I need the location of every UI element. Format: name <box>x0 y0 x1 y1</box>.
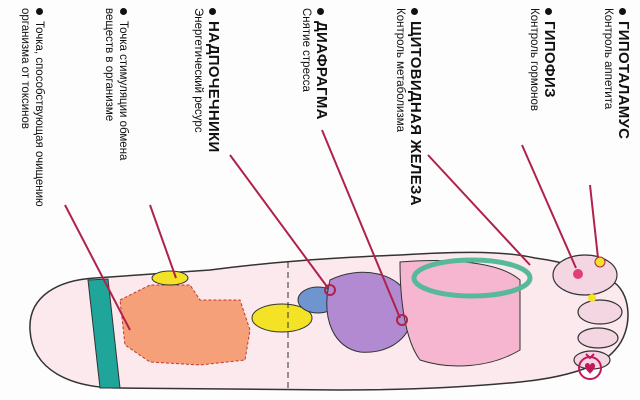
bullet-icon <box>411 8 419 15</box>
bullet-icon <box>35 8 43 15</box>
leader-diaphragm <box>321 129 401 319</box>
label-metabolism: Точка стимуляции обмена веществ в органи… <box>102 8 130 160</box>
leader-adrenals <box>229 154 329 289</box>
big-toe <box>552 254 618 296</box>
leader-pituitary <box>521 144 577 269</box>
leader-detox <box>64 204 131 331</box>
diaphragm-title: ДИАФРАГМА <box>313 21 330 120</box>
adrenals-point <box>324 284 336 296</box>
thyroid-zone <box>411 257 533 299</box>
adrenal-zone <box>251 303 313 333</box>
label-pituitary: ГИПОФИЗ Контроль гормонов <box>527 8 558 111</box>
organ-zone <box>326 271 413 353</box>
leader-hypothalamus <box>589 184 599 259</box>
bullet-icon <box>545 8 553 15</box>
label-adrenals: НАДПОЧЕЧНИКИ Энергетический ресурс <box>191 8 222 153</box>
label-diaphragm: ДИАФРАГМА Снятие стресса <box>299 8 330 120</box>
diaphragm-sub: Снятие стресса <box>300 8 312 92</box>
toe-point <box>588 294 596 302</box>
detox-zone <box>151 270 189 286</box>
metabolism-line2: веществ в организме <box>103 8 115 122</box>
bullet-icon <box>119 8 127 15</box>
chest-zone <box>399 260 521 367</box>
hypothalamus-point <box>594 256 606 268</box>
gift-heart-icon <box>578 353 602 380</box>
adrenals-title: НАДПОЧЕЧНИКИ <box>205 21 222 153</box>
thyroid-sub: Контроль метаболизма <box>394 8 406 133</box>
toe-2 <box>577 299 623 325</box>
hypothalamus-title: ГИПОТАЛАМУС <box>615 21 632 140</box>
adrenals-sub: Энергетический ресурс <box>192 8 204 133</box>
pituitary-title: ГИПОФИЗ <box>541 21 558 98</box>
bullet-icon <box>317 8 325 15</box>
heel-band <box>87 278 121 389</box>
label-thyroid: ЩИТОВИДНАЯ ЖЕЛЕЗА Контроль метаболизма <box>393 8 424 206</box>
detox-line1: Точка, способствующая очищению <box>33 21 45 207</box>
hypothalamus-sub: Контроль аппетита <box>602 8 614 110</box>
metabolism-line1: Точка стимуляции обмена <box>117 21 129 161</box>
leader-metabolism <box>149 204 177 279</box>
thyroid-title: ЩИТОВИДНАЯ ЖЕЛЕЗА <box>407 21 424 206</box>
pituitary-point <box>573 269 583 279</box>
label-detox: Точка, способствующая очищению организма… <box>18 8 46 207</box>
label-hypothalamus: ГИПОТАЛАМУС Контроль аппетита <box>601 8 632 139</box>
diaphragm-point <box>396 314 408 326</box>
detox-line2: организма от токсинов <box>19 8 31 130</box>
leader-thyroid <box>427 154 531 266</box>
bullet-icon <box>209 8 217 15</box>
pituitary-sub: Контроль гормонов <box>528 8 540 112</box>
toe-3 <box>577 327 619 349</box>
bullet-icon <box>619 8 627 15</box>
